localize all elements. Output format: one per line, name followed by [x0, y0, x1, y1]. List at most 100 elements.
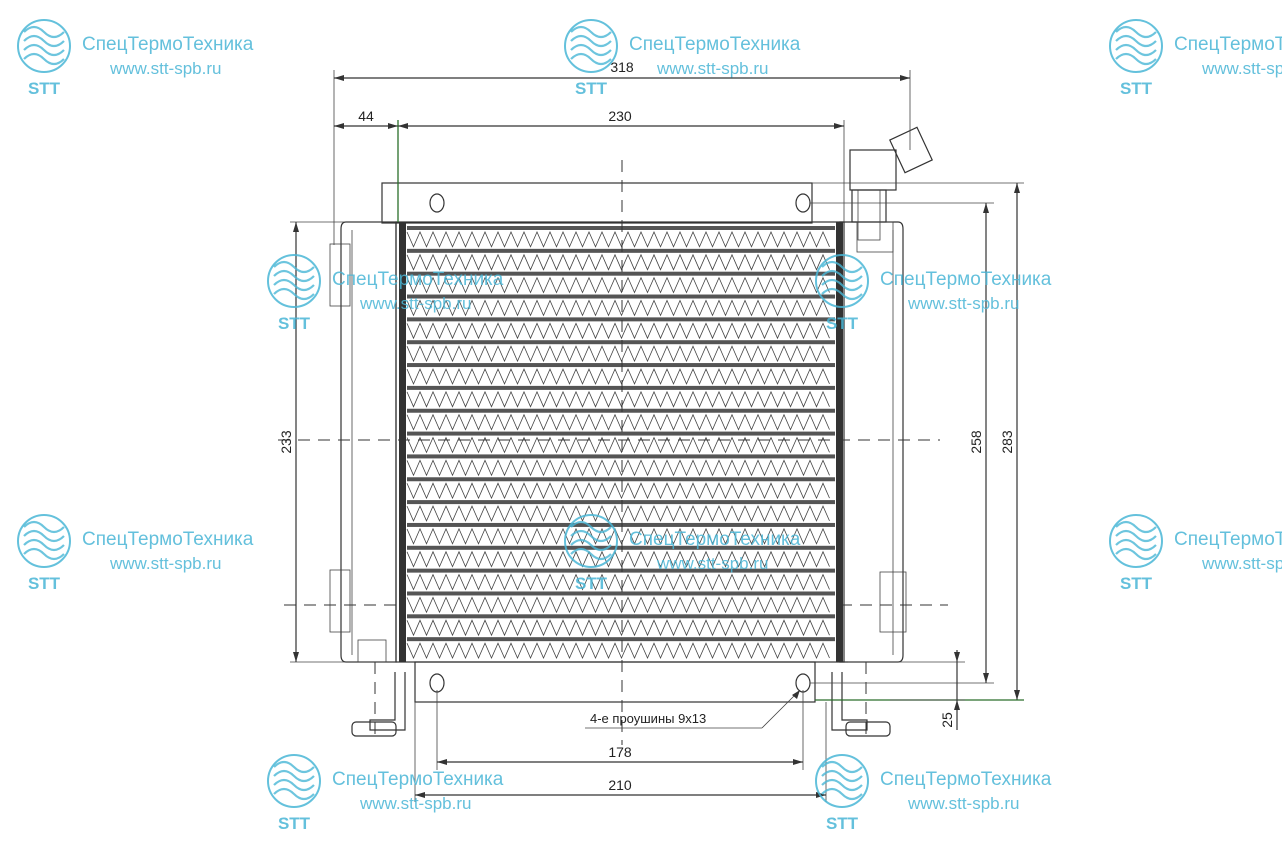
watermark-company: СпецТермоТехника	[82, 34, 254, 55]
stt-logo-icon	[17, 514, 71, 568]
logo-wave	[570, 529, 612, 543]
logo-wave	[1115, 529, 1157, 543]
tube	[407, 294, 835, 299]
watermark-logo-text: STT	[1120, 574, 1153, 593]
fin-row	[406, 390, 830, 408]
logo-wave	[570, 538, 612, 552]
logo-wave	[821, 260, 863, 274]
stt-logo-icon	[17, 19, 71, 73]
tube	[407, 545, 835, 550]
tube	[407, 614, 835, 619]
fin-row	[406, 299, 830, 317]
watermark-logo-text: STT	[278, 314, 311, 333]
tube	[407, 454, 835, 459]
tube	[407, 271, 835, 276]
watermark-company: СпецТермоТехника	[629, 34, 801, 55]
watermark-company: СпецТермоТехника	[332, 769, 504, 790]
watermark-url: www.stt-spb.ru	[359, 794, 471, 813]
stt-logo-icon	[815, 754, 869, 808]
electrical-connector	[849, 126, 933, 241]
logo-wave	[273, 769, 315, 783]
mounting-feet	[351, 672, 891, 737]
logo-wave	[821, 778, 863, 792]
stt-logo-icon	[267, 254, 321, 308]
stt-logo-icon	[564, 514, 618, 568]
fin-row	[406, 231, 830, 248]
tube	[407, 385, 835, 390]
watermark-url: www.stt-spb.ru	[109, 554, 221, 573]
logo-wave	[273, 287, 315, 301]
fin-row	[406, 276, 830, 294]
center-lines	[278, 160, 948, 745]
watermark-url: www.stt-spb.ru	[656, 554, 768, 573]
watermark: STT СпецТермоТехника www.stt-spb.ru	[815, 254, 1052, 333]
logo-wave	[570, 52, 612, 66]
watermark-company: СпецТермоТехника	[332, 269, 504, 290]
logo-wave	[821, 287, 863, 301]
watermark: STT СпецТермоТехника www.stt-spb.ru	[267, 254, 504, 333]
dim-height-283: 283	[999, 430, 1015, 454]
dim-height-258: 258	[968, 430, 984, 454]
logo-wave	[273, 278, 315, 292]
fin-row	[406, 505, 830, 522]
watermark-company: СпецТермоТехника	[880, 769, 1052, 790]
watermark-logo-text: STT	[28, 574, 61, 593]
tube	[407, 340, 835, 345]
watermark-url: www.stt-spb.ru	[359, 294, 471, 313]
watermark-url: www.stt-spb.ru	[1201, 554, 1282, 573]
fin-row	[406, 368, 830, 385]
fin-row	[406, 619, 830, 637]
stt-logo-icon	[267, 754, 321, 808]
watermarks: STTСпецТермоТехникаwww.stt-spb.ruSTTСпец…	[17, 19, 1282, 833]
logo-wave	[273, 260, 315, 274]
logo-wave	[1115, 52, 1157, 66]
side-brackets	[329, 221, 907, 663]
tube	[407, 317, 835, 322]
logo-wave	[273, 760, 315, 774]
logo-wave	[570, 43, 612, 57]
dim-core-width: 230	[608, 108, 632, 124]
stt-logo-icon	[815, 254, 869, 308]
logo-wave	[570, 25, 612, 39]
logo-wave	[273, 778, 315, 792]
logo-wave	[1115, 25, 1157, 39]
fin-row	[406, 482, 830, 500]
tube	[407, 568, 835, 573]
logo-wave	[570, 547, 612, 561]
logo-wave	[1115, 43, 1157, 57]
watermark-url: www.stt-spb.ru	[907, 294, 1019, 313]
dim-left-offset: 44	[358, 108, 374, 124]
logo-wave	[821, 278, 863, 292]
logo-wave	[23, 52, 65, 66]
dim-mount-spacing-178: 178	[608, 744, 632, 760]
watermark-logo-text: STT	[28, 79, 61, 98]
logo-wave	[23, 34, 65, 48]
tube	[407, 500, 835, 505]
tube	[407, 431, 835, 436]
fin-row	[406, 573, 830, 591]
watermark-company: СпецТермоТехника	[880, 269, 1052, 290]
watermark-logo-text: STT	[826, 314, 859, 333]
fin-row	[406, 322, 830, 340]
watermark-url: www.stt-spb.ru	[656, 59, 768, 78]
logo-wave	[23, 43, 65, 57]
dimension-lines	[290, 70, 1024, 802]
logo-wave	[821, 787, 863, 801]
logo-wave	[821, 769, 863, 783]
watermark-company: СпецТермоТехника	[82, 529, 254, 550]
fin-row	[406, 596, 830, 614]
watermark-logo-text: STT	[1120, 79, 1153, 98]
tube	[407, 591, 835, 596]
dim-overall-width: 318	[610, 59, 634, 75]
dim-foot-height: 25	[939, 712, 955, 728]
fin-row	[406, 550, 830, 568]
fin-row	[406, 527, 830, 545]
watermark-logo-text: STT	[278, 814, 311, 833]
logo-wave	[1115, 538, 1157, 552]
logo-wave	[570, 34, 612, 48]
